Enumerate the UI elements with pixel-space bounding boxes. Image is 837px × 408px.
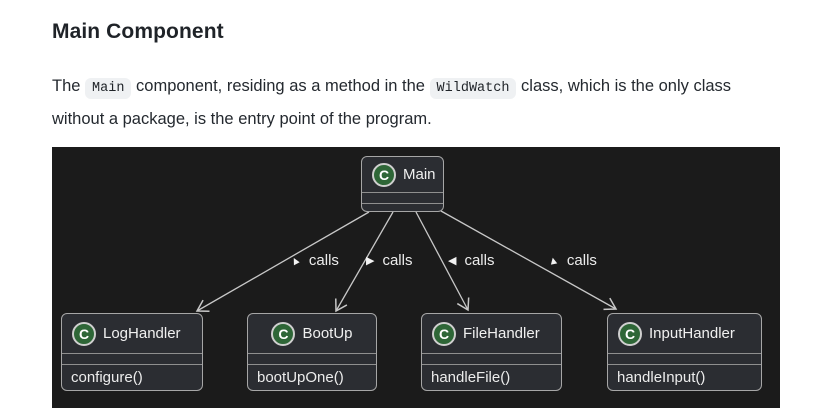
- class-header: C Main: [362, 157, 443, 192]
- arrow-direction-icon: ▲: [287, 253, 304, 269]
- edge-label-calls-1: ▲ calls: [287, 252, 339, 269]
- class-icon: C: [72, 321, 96, 346]
- class-name: BootUp: [302, 325, 353, 342]
- arrow-direction-icon: ▶: [366, 255, 375, 267]
- inline-code-main: Main: [85, 78, 132, 99]
- edge-label-text: calls: [382, 252, 413, 269]
- edge-label-text: calls: [464, 252, 495, 269]
- fields-compartment: [608, 353, 761, 364]
- paragraph-text: The: [52, 77, 86, 95]
- arrow-direction-icon: ◀: [448, 255, 457, 267]
- class-name: Main: [403, 166, 436, 183]
- uml-class-diagram: ▲ calls ▶ calls ◀ calls ▲ calls C Main C…: [52, 147, 780, 408]
- fields-compartment: [62, 353, 202, 364]
- class-header: C BootUp: [248, 314, 376, 353]
- class-box-loghandler: C LogHandler configure(): [61, 313, 203, 391]
- edge-label-calls-2: ▶ calls: [366, 253, 412, 269]
- paragraph-line-2: without a package, is the entry point of…: [52, 110, 432, 128]
- edge-main-bootup: [335, 211, 394, 313]
- fields-compartment: [248, 353, 376, 364]
- edge-main-loghandler: [195, 211, 370, 312]
- method-label: configure(): [62, 364, 202, 386]
- inline-code-wildwatch: WildWatch: [429, 78, 517, 99]
- class-name: LogHandler: [103, 325, 181, 342]
- class-icon: C: [271, 321, 296, 346]
- description-paragraph: The Main component, residing as a method…: [52, 70, 837, 136]
- paragraph-text: class, which is the only class: [516, 77, 732, 95]
- method-label: handleInput(): [608, 364, 761, 386]
- paragraph-line-1: The Main component, residing as a method…: [52, 70, 837, 103]
- edge-main-filehandler: [415, 211, 470, 312]
- page-title: Main Component: [52, 20, 224, 43]
- edge-label-calls-3: ◀ calls: [448, 253, 494, 269]
- class-box-main: C Main: [361, 156, 444, 212]
- paragraph-text: component, residing as a method in the: [131, 77, 430, 95]
- class-header: C LogHandler: [62, 314, 202, 353]
- edge-label-text: calls: [308, 252, 339, 269]
- class-box-filehandler: C FileHandler handleFile(): [421, 313, 562, 391]
- edge-label-calls-4: ▲ calls: [546, 252, 597, 269]
- class-icon: C: [372, 162, 396, 187]
- methods-compartment: [362, 203, 443, 211]
- class-header: C InputHandler: [608, 314, 761, 353]
- class-header: C FileHandler: [422, 314, 561, 353]
- edge-label-text: calls: [566, 252, 597, 269]
- class-box-inputhandler: C InputHandler handleInput(): [607, 313, 762, 391]
- edge-main-inputhandler: [440, 210, 618, 311]
- class-name: FileHandler: [463, 325, 540, 342]
- class-box-bootup: C BootUp bootUpOne(): [247, 313, 377, 391]
- fields-compartment: [422, 353, 561, 364]
- class-icon: C: [432, 321, 456, 346]
- method-label: bootUpOne(): [248, 364, 376, 386]
- relationship-edges: [195, 210, 618, 313]
- fields-compartment: [362, 192, 443, 203]
- class-name: InputHandler: [649, 325, 735, 342]
- class-icon: C: [618, 321, 642, 346]
- arrow-direction-icon: ▲: [546, 253, 561, 269]
- method-label: handleFile(): [422, 364, 561, 386]
